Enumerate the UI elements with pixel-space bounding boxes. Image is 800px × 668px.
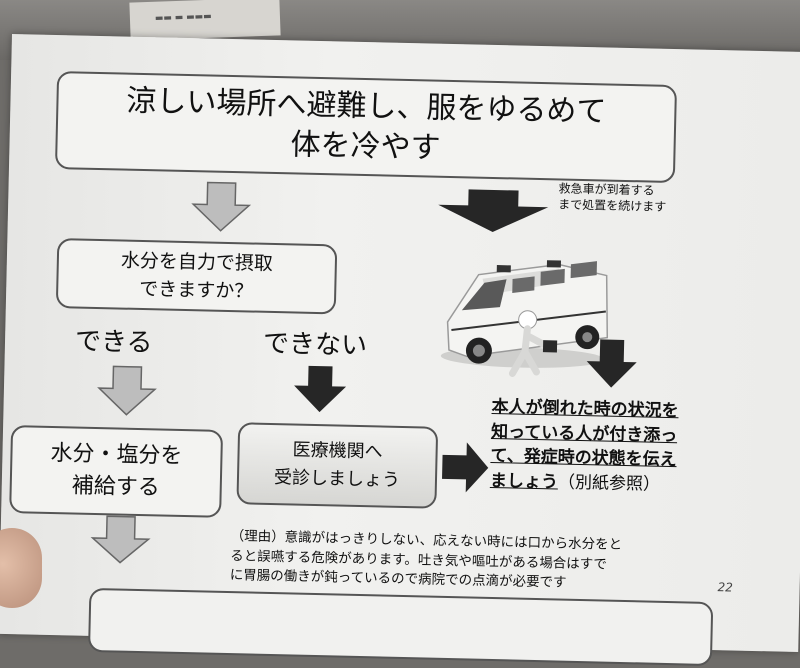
medical-line: 受診しましょう [273, 467, 401, 491]
ambulance-note-line: まで処置を続けます [558, 197, 667, 215]
medical-box: 医療機関へ 受診しましょう [236, 422, 439, 509]
hydrate-line: 水分・塩分を [50, 441, 183, 470]
companion-instructions: 本人が倒れた時の状況を 知っている人が付き添っ て、発症時の状態を伝え ましょう… [490, 395, 762, 500]
arrow-down-to-question [191, 181, 252, 232]
arrow-down-bottom [90, 515, 151, 564]
background-paper: ▬▬ ▬ ▬▬▬ [129, 0, 281, 41]
thumb [0, 528, 42, 608]
hydrate-line: 補給する [71, 473, 161, 501]
arrow-down-to-ambulance [438, 189, 549, 232]
flowchart-sheet: 涼しい場所へ避難し、服をゆるめて 体を冷やす 救急車が到着する まで処置を続けま… [0, 34, 800, 667]
tell-line-last: ましょう [489, 470, 559, 493]
medical-line: 医療機関へ [292, 439, 383, 463]
arrow-right-to-tell [442, 442, 489, 493]
tell-suffix: （別紙参照） [557, 472, 661, 495]
question-box: 水分を自力で摂取 できますか？ [55, 238, 338, 315]
ambulance-illustration [440, 260, 609, 377]
background-paper-text: ▬▬ ▬ ▬▬▬ [154, 11, 212, 24]
arrow-down-no [294, 365, 347, 413]
reason-note: （理由）意識がはっきりしない、応えない時には口から水分をと ると誤嚥する危険があ… [230, 527, 800, 599]
question-line: 水分を自力で摂取 [120, 249, 274, 275]
arrow-down-yes [97, 365, 157, 416]
arrow-down-to-tell [586, 339, 637, 388]
hydrate-box: 水分・塩分を 補給する [9, 425, 224, 518]
page-number: 22 [717, 580, 734, 595]
ambulance-note: 救急車が到着する まで処置を続けます [558, 180, 667, 215]
no-label: できない [262, 328, 368, 362]
question-line: できますか？ [138, 277, 254, 303]
yes-label: できる [74, 326, 153, 359]
title-box: 涼しい場所へ避難し、服をゆるめて 体を冷やす [54, 71, 678, 184]
